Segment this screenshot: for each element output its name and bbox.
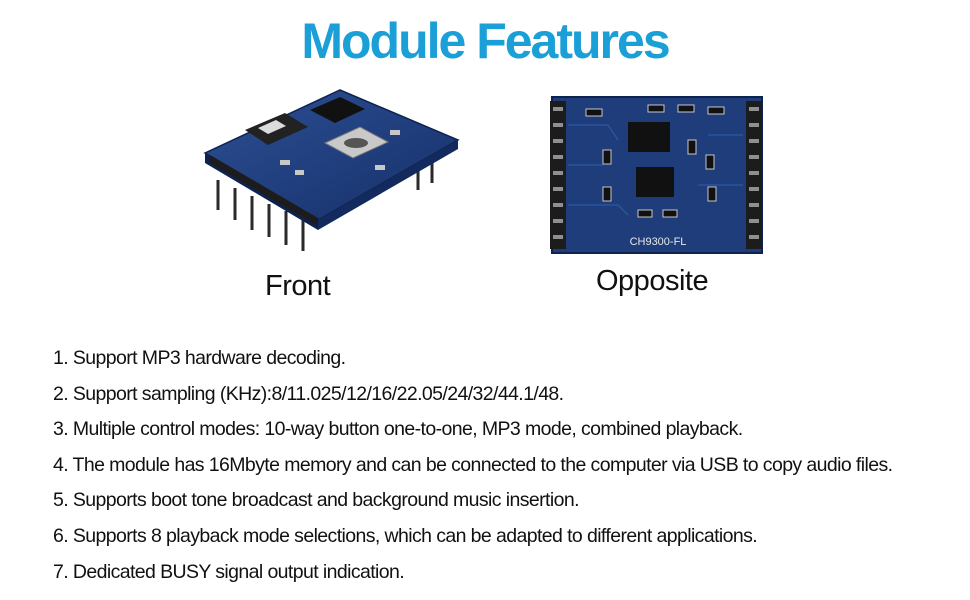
feature-item: 1. Support MP3 hardware decoding.: [53, 347, 346, 369]
feature-item: 6. Supports 8 playback mode selections, …: [53, 524, 758, 547]
front-caption: Front: [265, 270, 331, 302]
feature-item: 5. Supports boot tone broadcast and back…: [53, 489, 579, 512]
page-title: Module Features: [301, 13, 670, 69]
feature-item: 3. Multiple control modes: 10-way button…: [53, 418, 743, 441]
feature-item: 2. Support sampling (KHz):8/11.025/12/16…: [53, 382, 564, 405]
feature-item: 7. Dedicated BUSY signal output indicati…: [53, 560, 405, 583]
front-module-image: [203, 89, 460, 251]
feature-item: 4. The module has 16Mbyte memory and can…: [53, 453, 893, 476]
chip-label: CH9300-FL: [630, 236, 687, 248]
feature-list: 1. Support MP3 hardware decoding. 2. Sup…: [53, 341, 893, 590]
opposite-caption: Opposite: [596, 265, 709, 297]
opposite-module-image: CH9300-FL: [550, 96, 763, 254]
